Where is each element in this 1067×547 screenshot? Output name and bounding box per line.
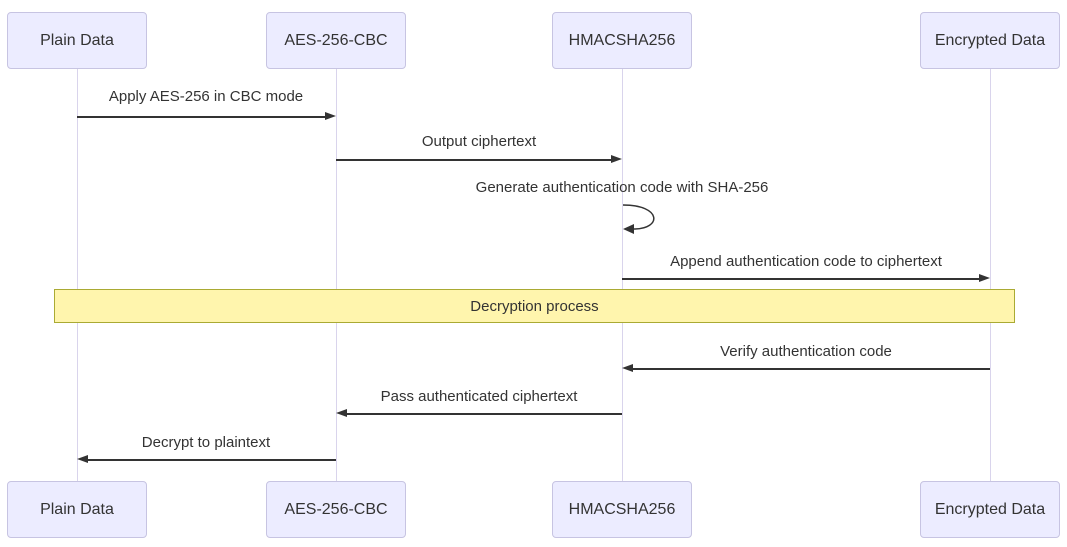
actor-encrypted-data-bottom: Encrypted Data xyxy=(920,481,1060,538)
note-decryption-process: Decryption process xyxy=(54,289,1015,323)
message-label: Verify authentication code xyxy=(720,343,892,360)
actor-encrypted-data-top: Encrypted Data xyxy=(920,12,1060,69)
message-label: Pass authenticated ciphertext xyxy=(380,388,578,405)
actor-label: AES-256-CBC xyxy=(284,31,388,49)
arrowhead-right-icon xyxy=(611,155,622,163)
lifeline-plain-data xyxy=(77,69,78,481)
actor-label: HMACSHA256 xyxy=(568,31,676,49)
arrowhead-left-icon xyxy=(77,455,88,463)
actor-label: Plain Data xyxy=(40,31,114,49)
actor-aes-256-cbc-top: AES-256-CBC xyxy=(266,12,406,69)
arrow-line xyxy=(86,459,336,461)
actor-aes-256-cbc-bottom: AES-256-CBC xyxy=(266,481,406,538)
actor-label: Encrypted Data xyxy=(934,31,1046,49)
actor-label: Encrypted Data xyxy=(934,500,1046,518)
arrowhead-left-icon xyxy=(336,409,347,417)
actor-label: HMACSHA256 xyxy=(568,500,676,518)
self-loop-arrow xyxy=(622,204,655,234)
actor-label: AES-256-CBC xyxy=(284,500,388,518)
arrow-line xyxy=(77,116,327,118)
actor-hmacsha256-bottom: HMACSHA256 xyxy=(552,481,692,538)
arrowhead-right-icon xyxy=(979,274,990,282)
arrow-line xyxy=(345,413,622,415)
lifeline-aes-256-cbc xyxy=(336,69,337,481)
arrowhead-left-icon xyxy=(622,364,633,372)
arrow-line xyxy=(622,278,981,280)
message-label: Apply AES-256 in CBC mode xyxy=(108,88,304,105)
actor-plain-data-top: Plain Data xyxy=(7,12,147,69)
arrow-line xyxy=(631,368,990,370)
lifeline-encrypted-data xyxy=(990,69,991,481)
lifeline-hmacsha256 xyxy=(622,69,623,481)
message-label: Generate authentication code with SHA-25… xyxy=(475,179,769,196)
actor-label: Plain Data xyxy=(40,500,114,518)
arrow-line xyxy=(336,159,613,161)
actor-plain-data-bottom: Plain Data xyxy=(7,481,147,538)
actor-hmacsha256-top: HMACSHA256 xyxy=(552,12,692,69)
arrowhead-right-icon xyxy=(325,112,336,120)
message-label: Output ciphertext xyxy=(421,133,537,150)
note-label: Decryption process xyxy=(470,297,599,315)
message-label: Append authentication code to ciphertext xyxy=(670,253,942,270)
message-label: Decrypt to plaintext xyxy=(141,434,271,451)
